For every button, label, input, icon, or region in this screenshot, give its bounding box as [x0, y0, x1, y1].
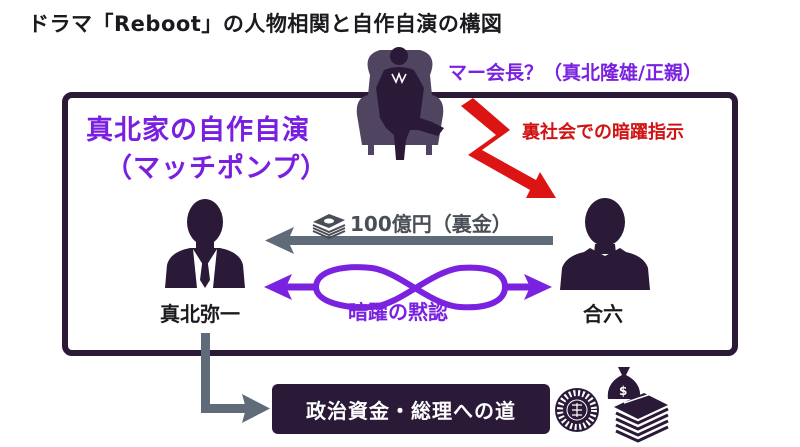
boss-label: マー会長？（真北隆雄/正親） — [448, 62, 702, 84]
seated-boss-silhouette-icon — [356, 47, 444, 160]
left-arrowhead — [264, 274, 292, 300]
seal-emblem-icon — [555, 388, 599, 432]
right-arrowhead — [524, 274, 552, 300]
path-to-goal-arrow — [201, 333, 270, 423]
character-name-mahoku-yaichi: 真北弥一 — [160, 302, 240, 326]
goal-label: 政治資金・総理への道 — [306, 398, 516, 423]
businessman-silhouette-icon — [165, 199, 245, 288]
man-silhouette-icon — [560, 198, 650, 290]
diagram-title: ドラマ「Reboot」の人物相関と自作自演の構図 — [28, 12, 503, 36]
cash-stack-icon — [312, 214, 346, 240]
goal-box: 政治資金・総理への道 — [272, 384, 550, 434]
money-flow-label: 100億円（裏金） — [350, 212, 512, 236]
frame-label-line1: 真北家の自作自演 — [86, 115, 310, 146]
svg-text:$: $ — [619, 384, 627, 398]
character-name-goroku: 合六 — [583, 302, 623, 326]
tacit-approval-label: 暗躍の黙認 — [348, 300, 448, 324]
frame-label-line2: （マッチポンプ） — [105, 153, 329, 184]
red-zigzag-arrow — [461, 98, 556, 198]
money-flow-arrow — [265, 227, 553, 254]
instruction-label: 裏社会での暗躍指示 — [522, 122, 684, 143]
money-bag-cash-icon: $ — [607, 367, 669, 443]
